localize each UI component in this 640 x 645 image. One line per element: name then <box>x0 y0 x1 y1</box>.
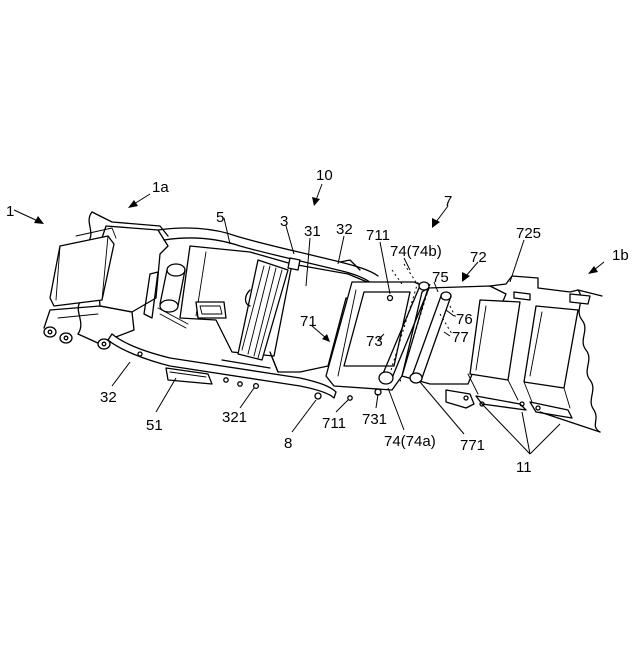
label-11: 11 <box>516 459 532 476</box>
label-32-bottom: 32 <box>100 389 117 406</box>
label-10: 10 <box>316 167 333 184</box>
label-72: 72 <box>470 249 487 266</box>
label-77: 77 <box>452 329 469 346</box>
label-71: 71 <box>300 313 317 330</box>
label-1a: 1a <box>152 179 169 196</box>
label-8: 8 <box>284 435 292 452</box>
label-725: 725 <box>516 225 541 242</box>
label-731: 731 <box>362 411 387 428</box>
label-74b: 74(74b) <box>390 243 442 260</box>
label-74a: 74(74a) <box>384 433 436 450</box>
label-7: 7 <box>444 193 452 210</box>
label-76: 76 <box>456 311 473 328</box>
label-32-top: 32 <box>336 221 353 238</box>
label-711-top: 711 <box>366 227 390 244</box>
label-5: 5 <box>216 209 224 226</box>
label-31: 31 <box>304 223 321 240</box>
label-771: 771 <box>460 437 485 454</box>
label-1: 1 <box>6 203 14 220</box>
label-711-bottom: 711 <box>322 415 346 432</box>
label-73: 73 <box>366 333 383 350</box>
label-321: 321 <box>222 409 247 426</box>
label-1b: 1b <box>612 247 629 264</box>
label-3: 3 <box>280 213 288 230</box>
label-75: 75 <box>432 269 449 286</box>
label-51: 51 <box>146 417 163 434</box>
